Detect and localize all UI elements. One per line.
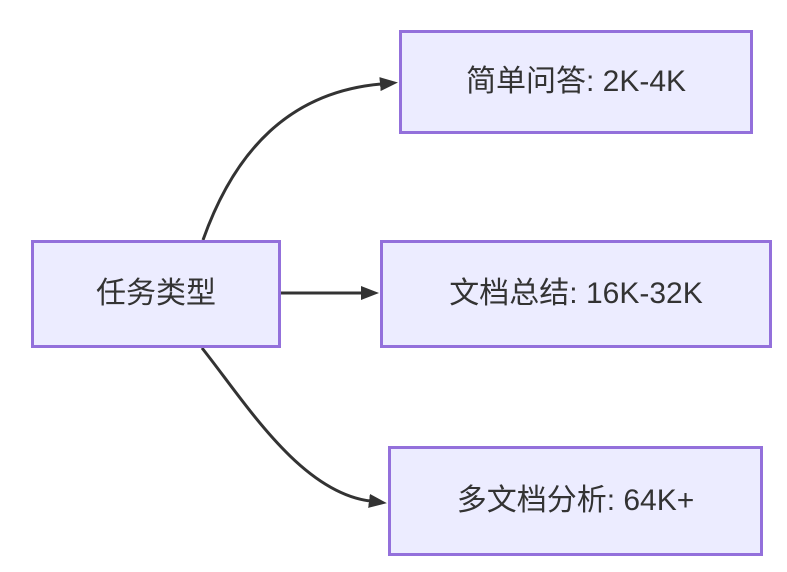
node-doc-summary-label: 文档总结: 16K-32K xyxy=(449,277,703,310)
node-doc-summary: 文档总结: 16K-32K xyxy=(380,240,772,348)
node-task-type: 任务类型 xyxy=(31,240,281,348)
edge-task-type-to-multi-doc-analysis xyxy=(200,347,387,508)
node-multi-doc-analysis-label: 多文档分析: 64K+ xyxy=(456,484,695,517)
node-simple-qa-label: 简单问答: 2K-4K xyxy=(465,65,687,98)
edge-task-type-to-simple-qa xyxy=(201,77,398,241)
node-simple-qa: 简单问答: 2K-4K xyxy=(399,30,753,134)
node-multi-doc-analysis: 多文档分析: 64K+ xyxy=(388,446,763,556)
node-task-type-label: 任务类型 xyxy=(96,277,216,310)
